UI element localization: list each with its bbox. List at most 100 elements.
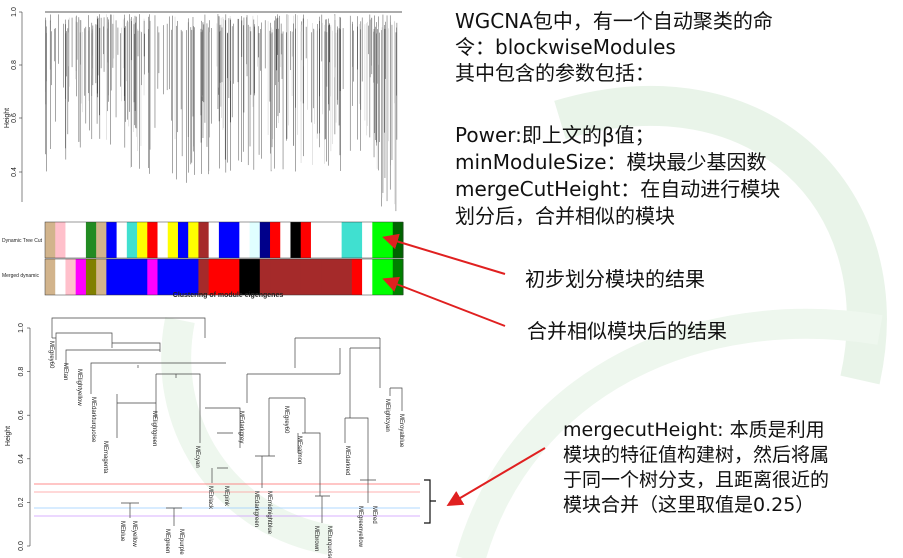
params-text: Power:即上文的β值； minModuleSize：模块最少基因数 merg… [455, 123, 781, 228]
eigengene-label: MEgrey60 [48, 341, 54, 369]
module-color-segment [177, 222, 189, 258]
row1-label: Dynamic Tree Cut [2, 238, 43, 244]
module-color-segment [126, 259, 138, 295]
module-color-segment [218, 222, 230, 258]
top-figure-title: Clustering of module eigengenes [173, 292, 284, 299]
module-color-segment [96, 259, 107, 295]
bottom-y-label: Height [5, 426, 12, 446]
module-color-segment [137, 222, 148, 258]
module-color-segment [55, 259, 66, 295]
module-color-segment [351, 259, 363, 295]
intro-text: WGCNA包中，有一个自动聚类的命 令：blockwiseModules 其中包… [455, 9, 773, 85]
module-color-segment [259, 259, 271, 295]
top-y-tick: 0.8 [11, 60, 18, 70]
eigengene-label: MElightgreen [151, 411, 157, 446]
module-color-segment [65, 259, 77, 295]
row2-label: Merged dynamic [2, 273, 39, 279]
eigengene-tree [51, 317, 403, 526]
module-color-segment [157, 222, 169, 258]
bottom-y-tick: 0.6 [18, 410, 25, 420]
annotation-initial: 初步划分模块的结果 [525, 267, 705, 291]
module-color-segment [280, 259, 291, 295]
eigengene-label: MEgreenyellow [357, 506, 363, 548]
module-color-segment [85, 259, 97, 295]
module-color-segment [137, 259, 148, 295]
module-color-segment [218, 259, 230, 295]
module-color-segment [45, 222, 56, 258]
eigengene-label: MElightyellow [76, 369, 82, 406]
module-color-segment [116, 259, 128, 295]
eigengene-label: MEtan [62, 363, 68, 380]
module-color-segment [300, 222, 312, 258]
cut-bracket [424, 479, 436, 524]
arrow-merged [382, 276, 506, 327]
module-color-segment [65, 222, 77, 258]
eigengene-label: MEblue [119, 521, 125, 542]
eigengene-label: MEblack [207, 486, 213, 510]
bottom-y-tick: 0.4 [18, 454, 25, 464]
eigengene-label: MEpurple [178, 529, 184, 555]
module-color-segment [270, 222, 281, 258]
eigengene-label: MEmagenta [102, 441, 108, 474]
module-color-segment [167, 259, 179, 295]
module-color-segment [249, 259, 261, 295]
module-color-segment [198, 259, 210, 295]
eigengene-label: MEmidnightblue [266, 491, 272, 535]
annotation-cut-height: mergecutHeight: 本质是利用 模块的特征值构建树，然后将属 于同一… [563, 419, 830, 516]
module-color-segment [177, 259, 189, 295]
bottom-y-tick: 0.0 [18, 541, 25, 551]
module-color-segment [45, 259, 56, 295]
eigengene-label: MEroyalblue [398, 414, 404, 448]
module-color-segment [310, 222, 322, 258]
bottom-y-tick: 1.0 [18, 323, 25, 333]
module-color-segment [167, 222, 179, 258]
annotation-merged: 合并相似模块后的结果 [527, 319, 727, 343]
module-color-segment [341, 259, 353, 295]
module-color-segment [351, 222, 363, 258]
module-color-segment [229, 259, 240, 295]
eigengene-label: MEred [371, 506, 377, 524]
module-color-segment [249, 222, 261, 258]
module-color-segment [362, 259, 373, 295]
module-color-segment [280, 222, 291, 258]
bottom-y-ticks: 1.00.80.60.40.20.0 [18, 323, 30, 551]
module-color-segment [259, 222, 271, 258]
eigengene-label: MEgreen [164, 529, 170, 553]
bottom-y-tick: 0.2 [18, 497, 25, 507]
module-color-segment [290, 222, 302, 258]
top-y-label: Height [4, 108, 11, 128]
module-color-segment [300, 259, 312, 295]
module-color-segment [85, 222, 97, 258]
module-color-segment [147, 222, 159, 258]
module-color-segment [362, 222, 373, 258]
eigengene-label: MEsalmon [296, 436, 302, 464]
module-color-segment [372, 222, 384, 258]
top-y-ticks: 1.0 0.8 0.6 0.4 [11, 7, 22, 177]
module-color-segment [75, 259, 87, 295]
module-color-segment [321, 222, 332, 258]
module-color-segment [75, 222, 87, 258]
module-color-segment [157, 259, 169, 295]
top-y-tick: 0.4 [11, 167, 18, 177]
gene-dendrogram [45, 11, 402, 212]
module-color-segment [290, 259, 302, 295]
eigengene-label: MEcyan [194, 446, 200, 468]
module-color-segment [55, 222, 66, 258]
module-color-segment [331, 222, 343, 258]
module-color-segment [198, 222, 210, 258]
module-color-segment [270, 259, 281, 295]
module-color-segment [239, 259, 251, 295]
arrow-cut-height [446, 447, 546, 507]
eigengene-label: MEdarkturquoise [90, 397, 96, 443]
eigengene-label: MElightcyan [384, 399, 390, 432]
module-color-segment [147, 259, 159, 295]
eigengene-label: MEgrey60 [283, 406, 289, 434]
module-color-segment [126, 222, 138, 258]
module-color-segment [208, 259, 220, 295]
module-color-segment [239, 222, 251, 258]
module-color-segment [106, 259, 118, 295]
